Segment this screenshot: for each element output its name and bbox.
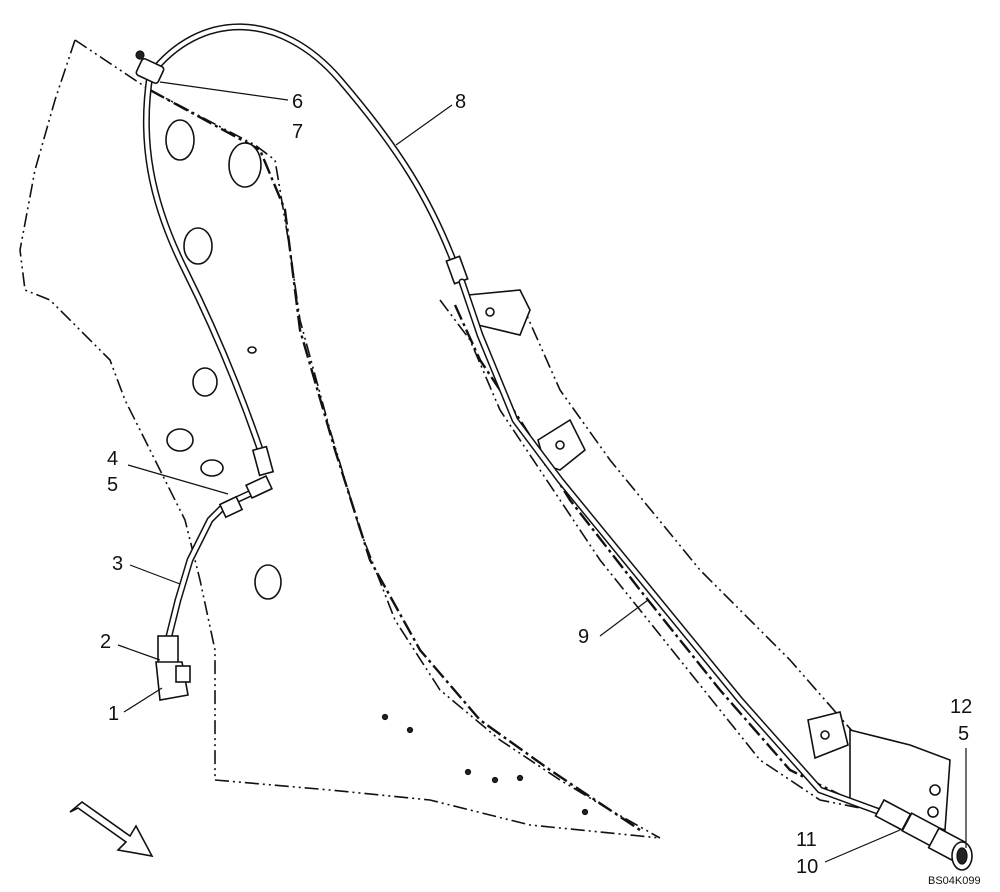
arm-holes [165, 119, 589, 816]
callout-6: 6 [292, 91, 303, 113]
arrow-icon [69, 800, 154, 858]
reference-code: BS04K099 [928, 875, 981, 887]
top-clamp [135, 50, 165, 85]
callout-3: 3 [112, 553, 123, 575]
leader-lines [117, 81, 967, 863]
callout-1: 1 [108, 703, 119, 725]
tube-9 [458, 278, 884, 816]
callout-7: 7 [292, 121, 303, 143]
arm-brackets [466, 289, 951, 832]
callout-12: 12 [950, 696, 972, 718]
tube-3 [155, 474, 273, 701]
callout-5b: 5 [958, 723, 969, 745]
callout-8: 8 [455, 91, 466, 113]
callout-11: 11 [796, 829, 817, 851]
callout-5: 5 [107, 474, 118, 496]
end-coupler [874, 798, 973, 871]
callout-2: 2 [100, 631, 111, 653]
callout-9: 9 [578, 626, 589, 648]
loader-arm-outline [19, 39, 931, 839]
callout-4: 4 [107, 448, 118, 470]
callout-10: 10 [796, 856, 818, 878]
hose-8 [142, 23, 469, 477]
callout-labels: 6 7 8 4 5 3 2 1 9 12 5 11 10 BS04K099 [100, 91, 981, 887]
